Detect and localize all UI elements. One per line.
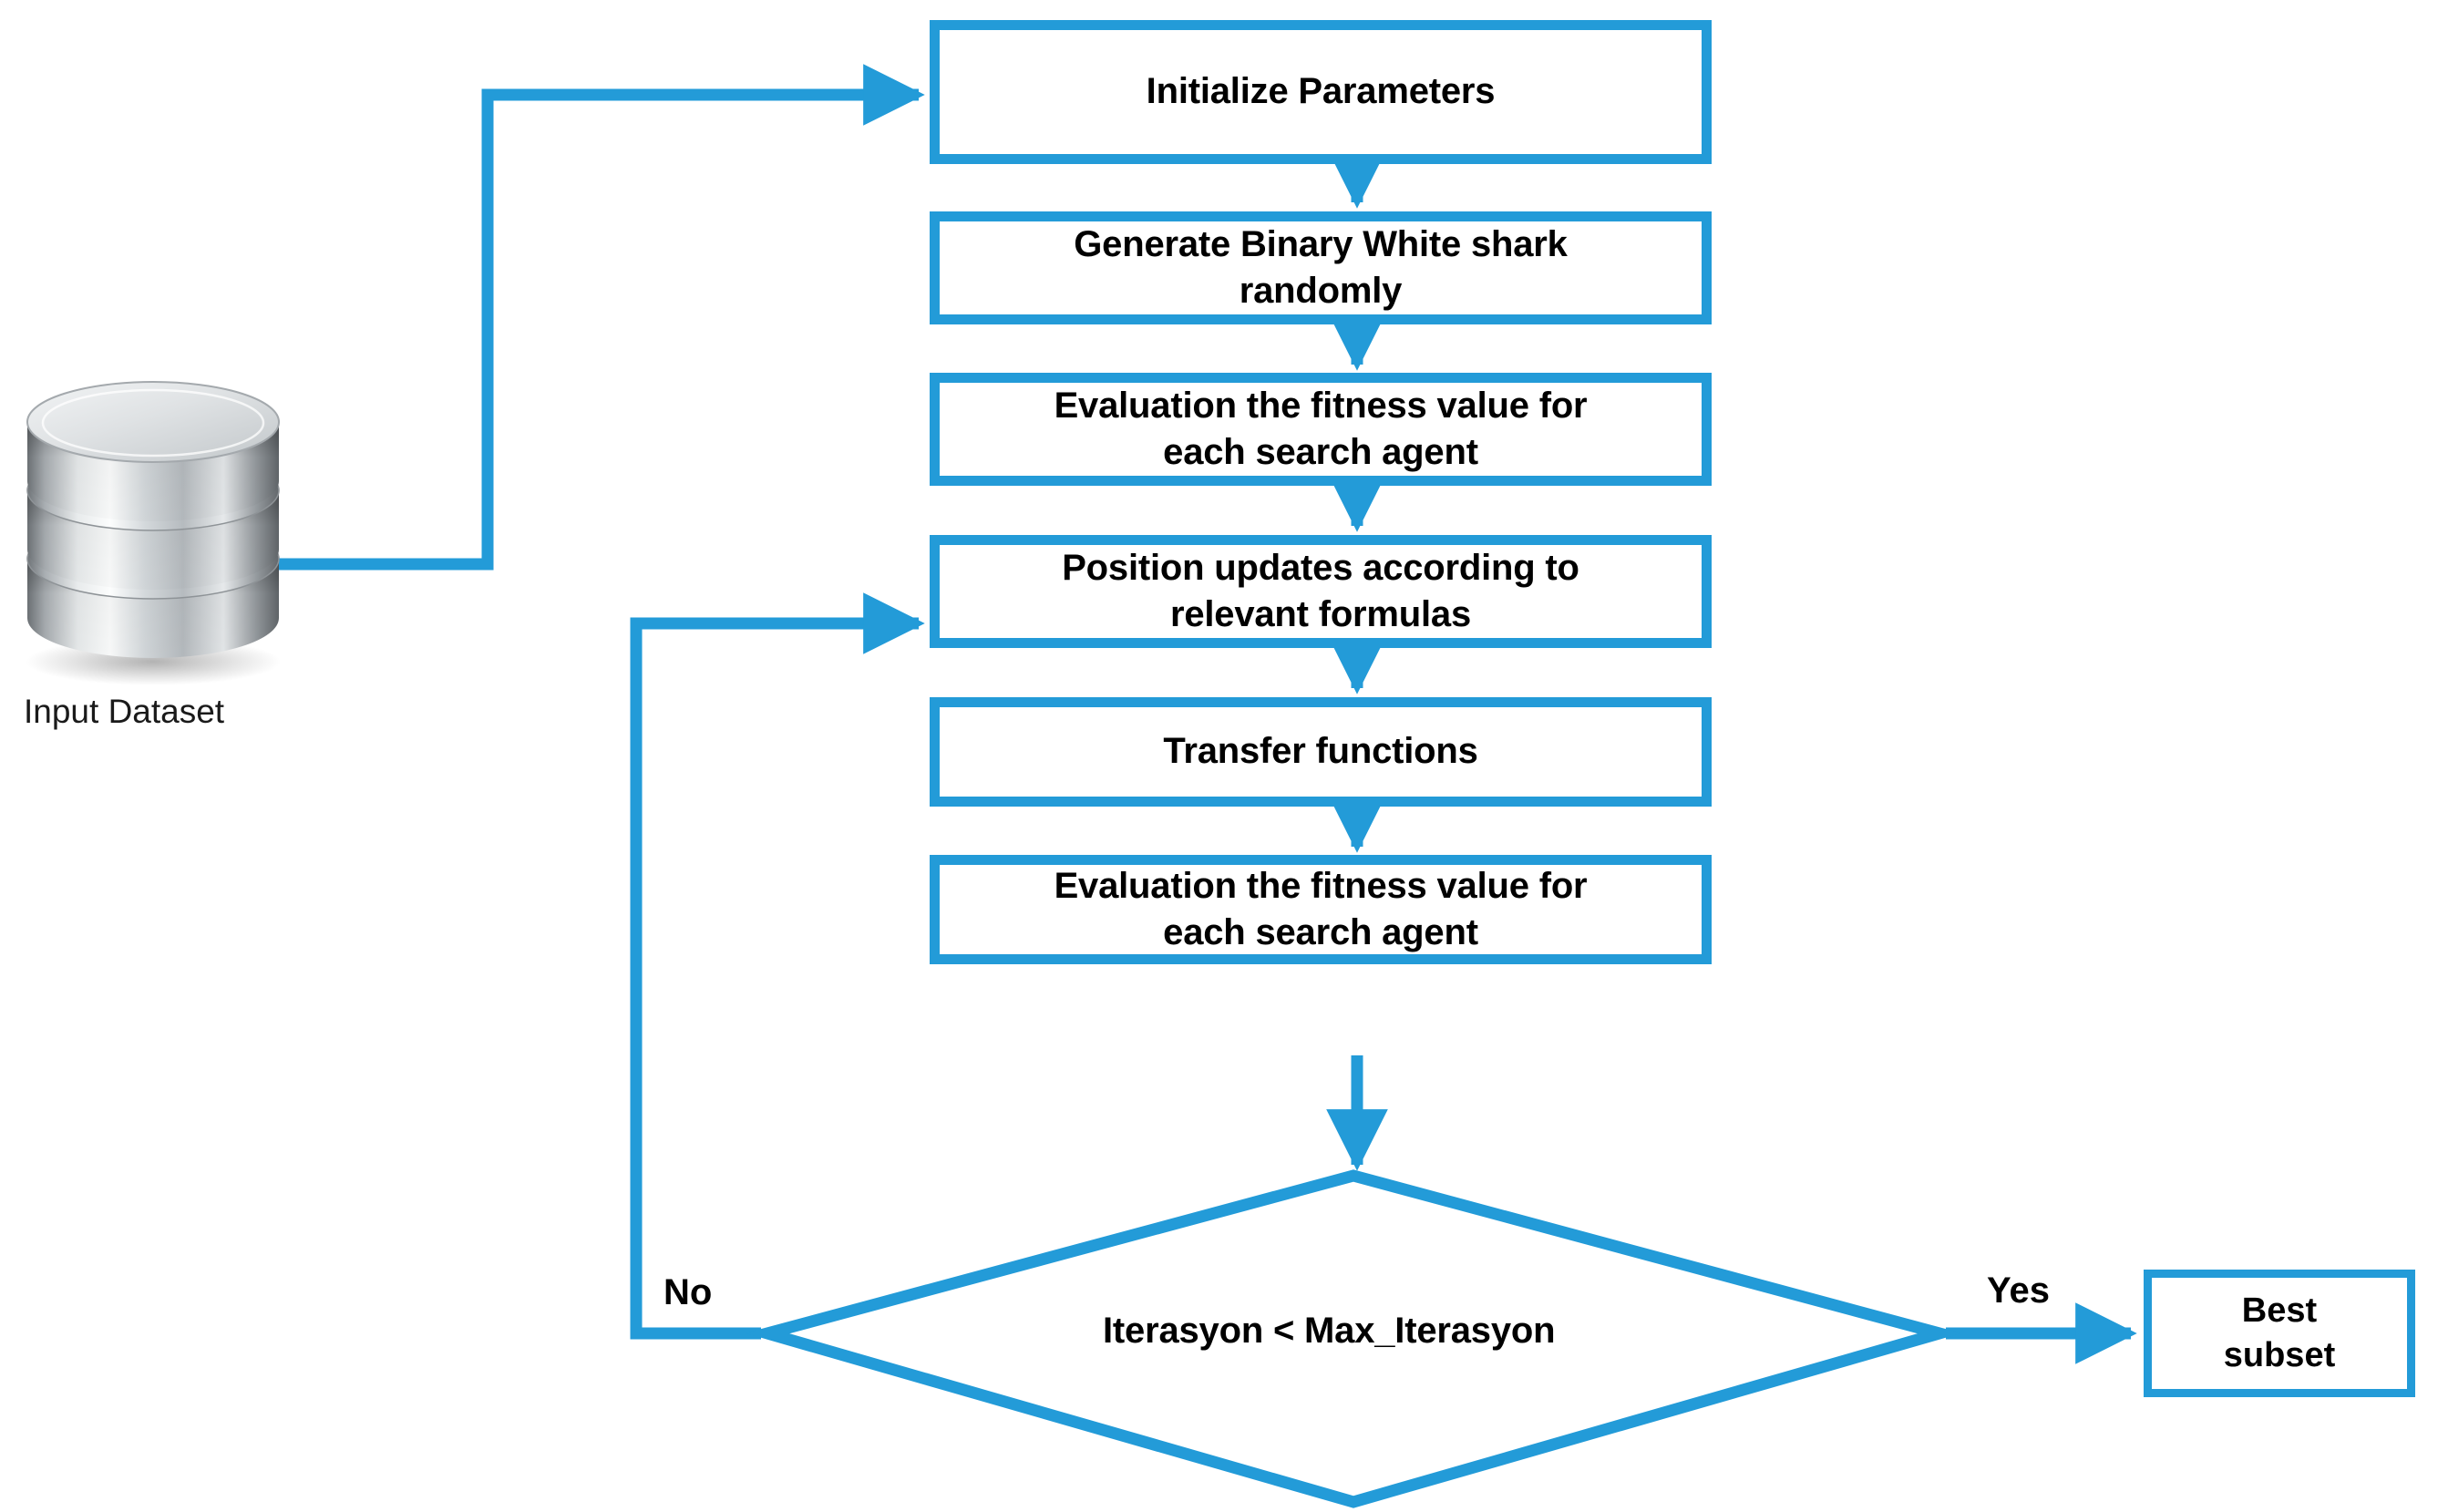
input-dataset-node[interactable]: Input Dataset bbox=[16, 372, 299, 730]
process-box-initialize-parameters[interactable]: Initialize Parameters bbox=[930, 20, 1712, 164]
edge-label-no: No bbox=[664, 1272, 713, 1312]
database-cylinder-icon bbox=[26, 381, 281, 685]
edge-dataset-to-initialize bbox=[273, 64, 925, 571]
decision-node-iteration-check[interactable]: Iterasyon < Max_Iterasyon bbox=[761, 1176, 1946, 1512]
process-box-label: Initialize Parameters bbox=[1146, 71, 1496, 112]
process-box-label: Evaluation the fitness value for each se… bbox=[1054, 385, 1588, 472]
decision-label: Iterasyon < Max_Iterasyon bbox=[1103, 1311, 1556, 1351]
process-box-position-updates[interactable]: Position updates according to relevant f… bbox=[930, 535, 1712, 648]
process-box-label: Position updates according to relevant f… bbox=[1062, 547, 1579, 634]
input-dataset-label: Input Dataset bbox=[24, 693, 225, 730]
process-box-label: Generate Binary White shark randomly bbox=[1074, 223, 1568, 311]
edge-label-yes: Yes bbox=[1987, 1270, 2050, 1311]
output-node-best-subset[interactable]: Best subset bbox=[2144, 1270, 2415, 1397]
process-box-evaluate-fitness-first[interactable]: Evaluation the fitness value for each se… bbox=[930, 373, 1712, 486]
process-box-generate-binary-shark[interactable]: Generate Binary White shark randomly bbox=[930, 211, 1712, 324]
process-box-transfer-functions[interactable]: Transfer functions bbox=[930, 697, 1712, 807]
process-box-evaluate-fitness-second[interactable]: Evaluation the fitness value for each se… bbox=[930, 855, 1712, 964]
output-node-label: Best subset bbox=[2223, 1291, 2336, 1374]
process-box-label: Evaluation the fitness value for each se… bbox=[1054, 865, 1588, 952]
process-box-label: Transfer functions bbox=[1163, 731, 1478, 772]
